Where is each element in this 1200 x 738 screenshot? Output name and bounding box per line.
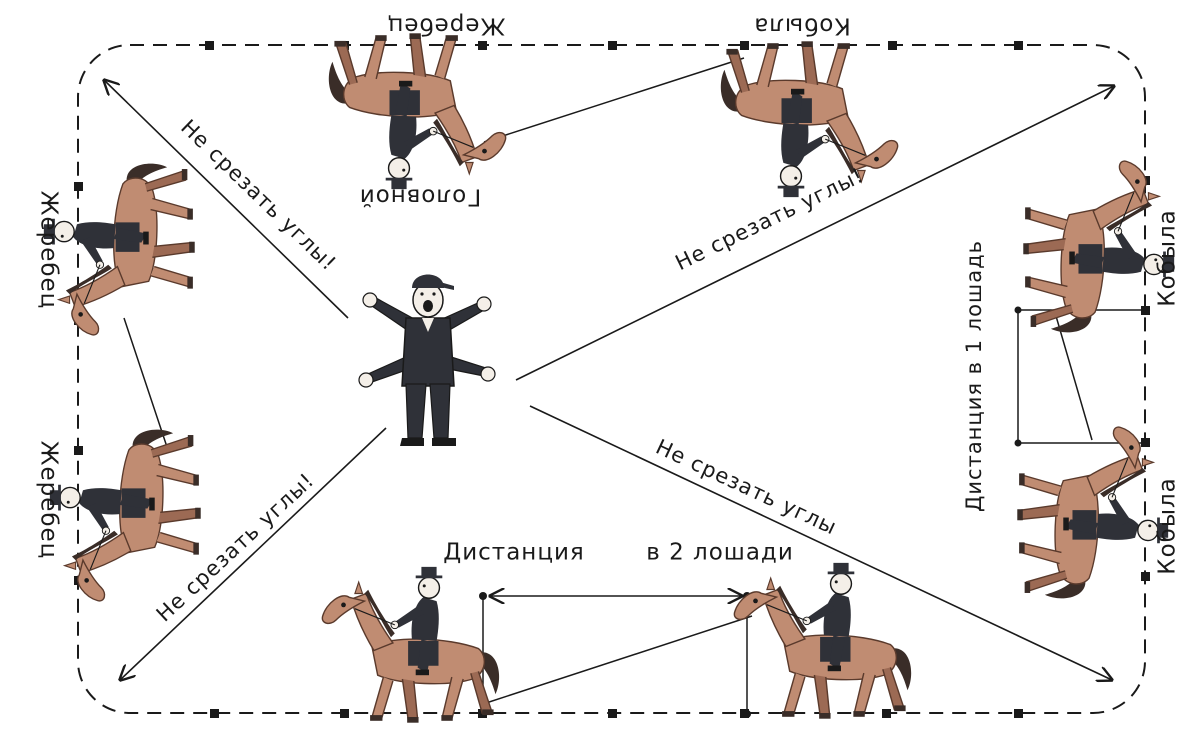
label-top-left-horse: Жеребец (387, 13, 506, 39)
line-left-riders (123, 317, 169, 451)
label-diagonal-upper-right: Не срезать углы! (672, 163, 868, 275)
label-left-lower-horse: Жеребец (36, 441, 62, 560)
rider-connections (123, 57, 1146, 716)
line-top-riders (483, 57, 745, 143)
rider-top-right (720, 40, 899, 198)
diagonal-arrows (104, 80, 1114, 680)
coach (358, 273, 496, 447)
arrow-upper-left (104, 80, 349, 319)
rider-bottom-left (321, 566, 500, 724)
label-bottom-distance-value: в 2 лошади (646, 540, 794, 566)
rider-left-upper (43, 162, 196, 336)
label-diagonal-lower-right: Не срезать углы (652, 435, 841, 540)
label-lead-rider: Головной (359, 184, 481, 210)
label-left-upper-horse: Жеребец (36, 191, 62, 310)
label-right-upper-horse: Кобыла (1155, 209, 1181, 307)
rider-left-lower (49, 428, 202, 602)
arena-markers (74, 41, 1150, 718)
arrow-lower-right (529, 405, 1112, 680)
rider-bottom-right (733, 562, 912, 720)
label-top-right-horse: Кобыла (753, 13, 851, 39)
arrow-lower-left (120, 427, 387, 680)
label-right-lower-horse: Кобыла (1155, 477, 1181, 575)
label-bottom-distance: Дистанция (443, 540, 585, 566)
rider-top-left (328, 32, 507, 190)
arrow-upper-right (515, 86, 1114, 381)
label-right-distance: Дистанция в 1 лошадь (962, 240, 986, 512)
distance-dots (479, 306, 1022, 718)
label-diagonal-upper-left: Не срезать углы! (176, 115, 341, 276)
rider-right-upper (1022, 160, 1175, 334)
